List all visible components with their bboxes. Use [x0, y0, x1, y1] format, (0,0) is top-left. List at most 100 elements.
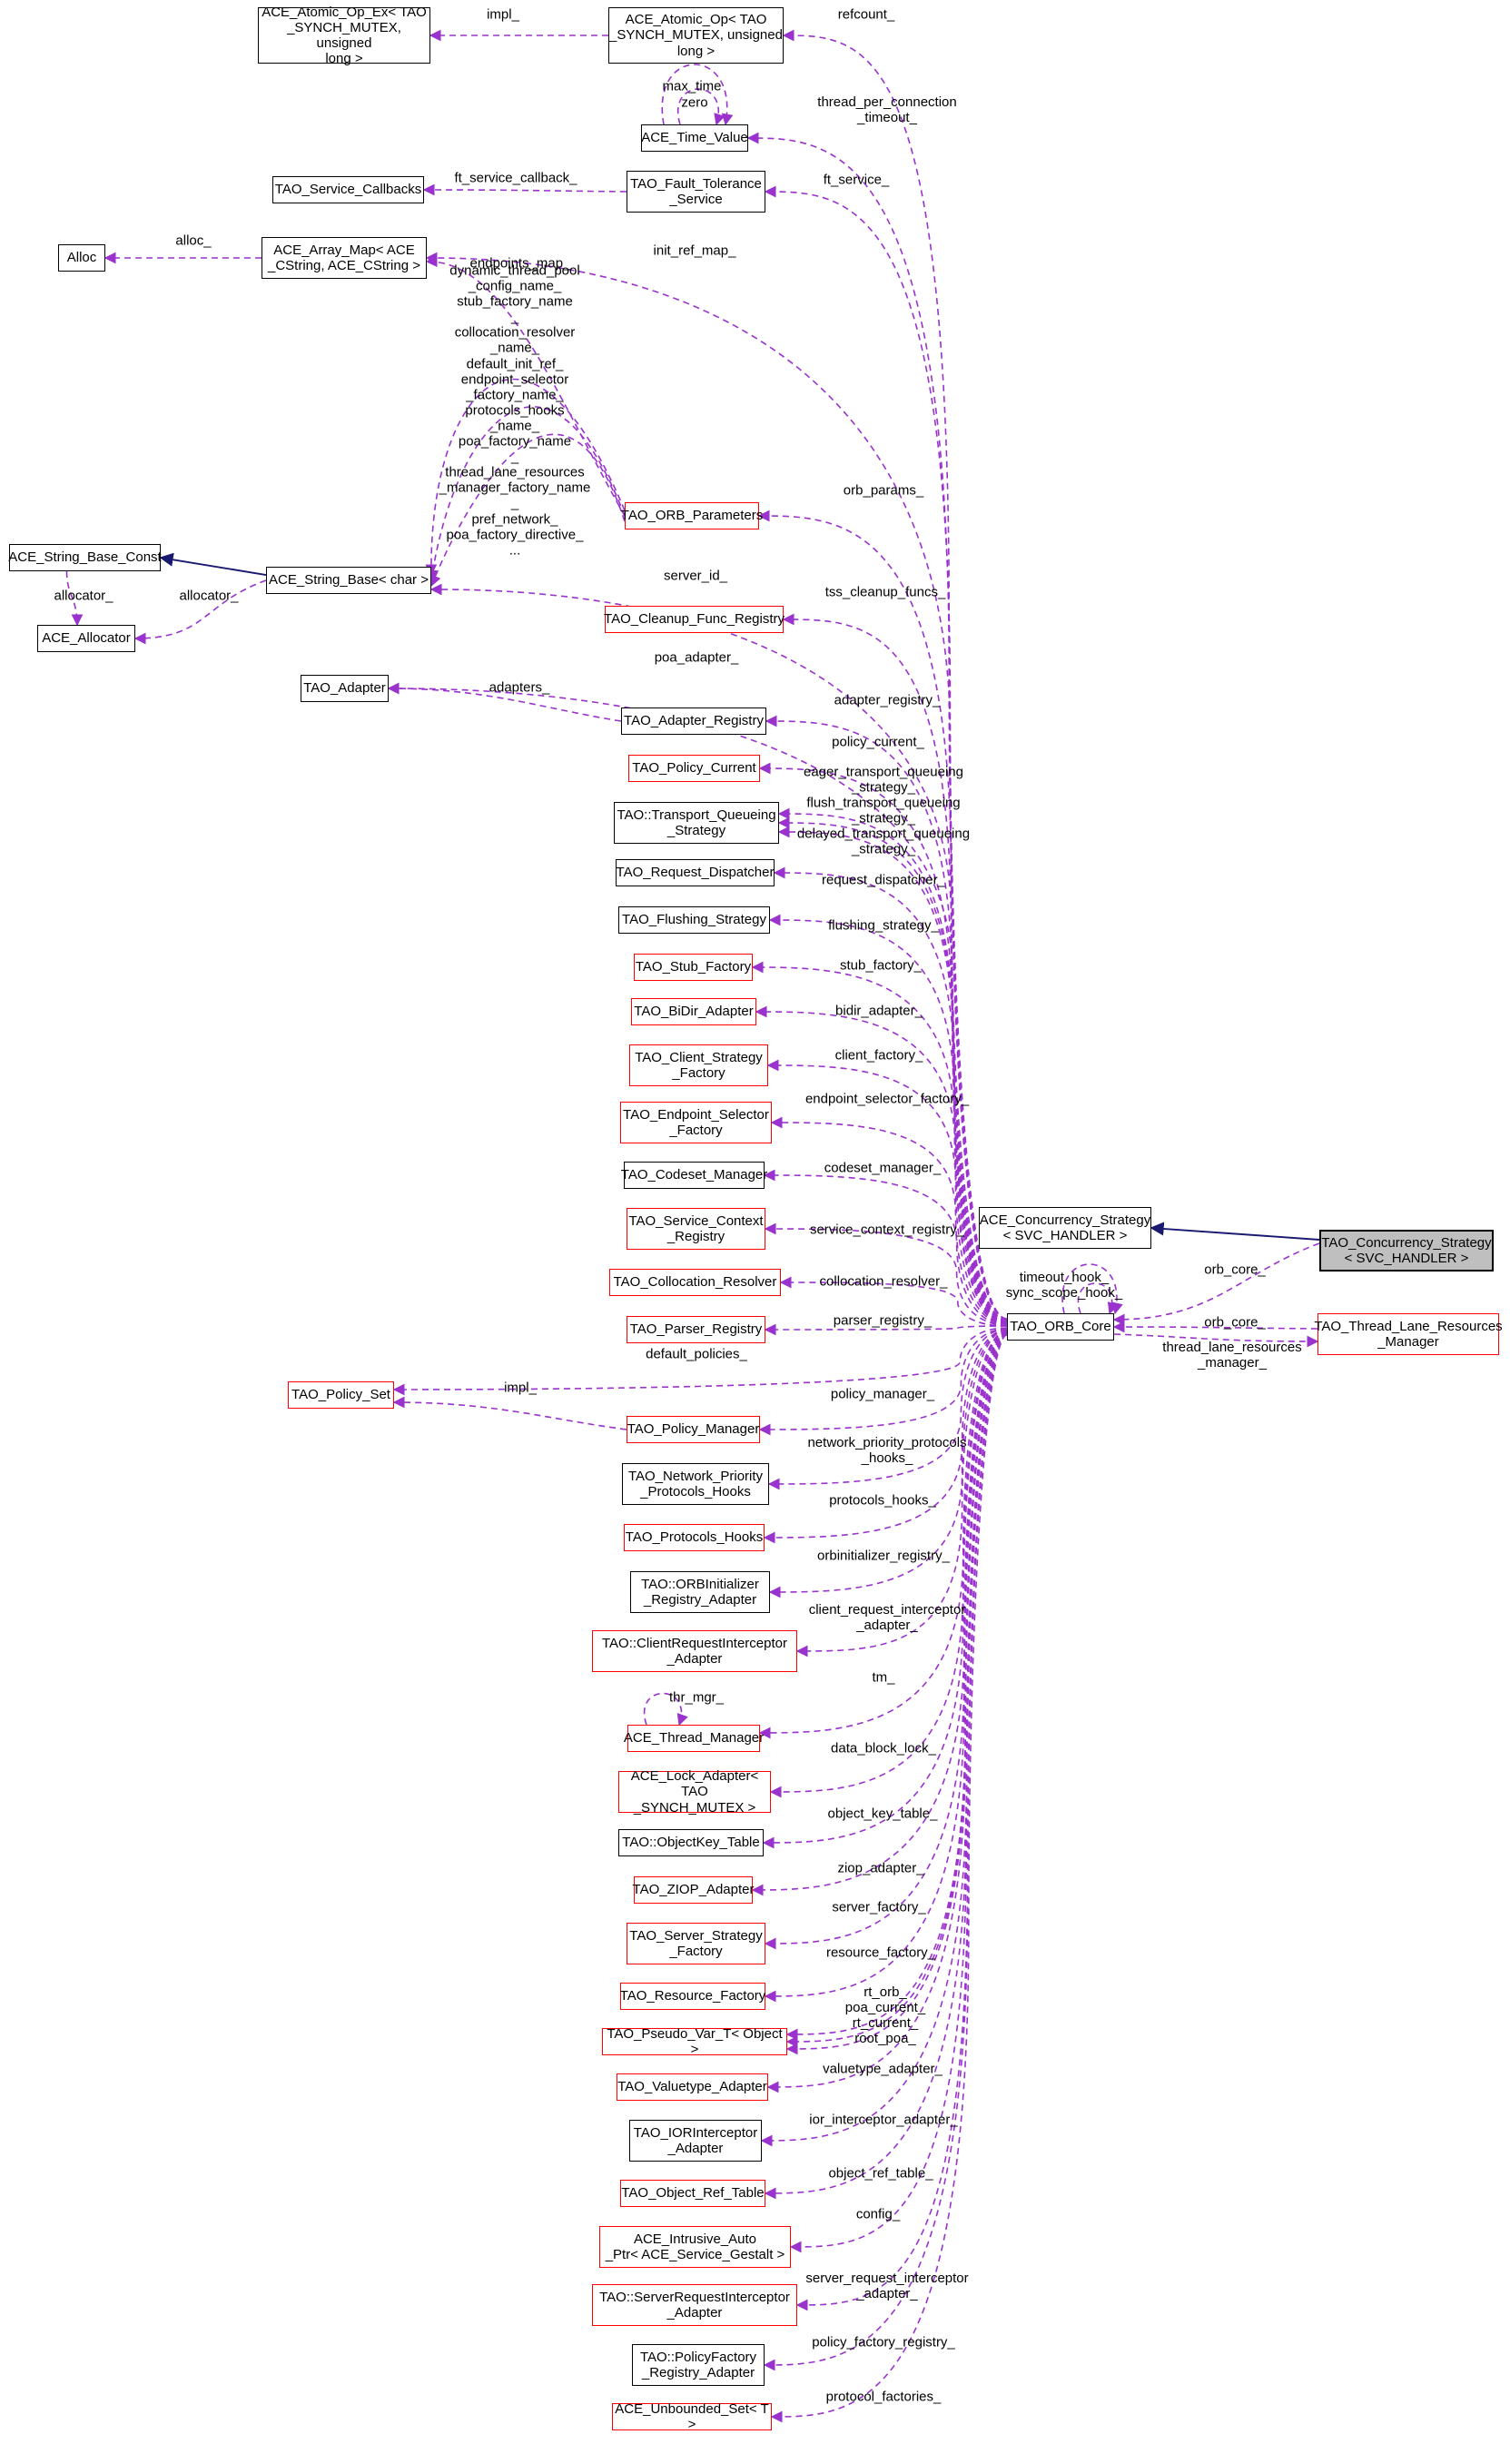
class-node-policy_manager[interactable]: TAO_Policy_Manager	[627, 1416, 760, 1443]
edge-label: config_	[855, 2206, 901, 2222]
class-node-alloc[interactable]: Alloc	[58, 244, 105, 272]
member-edge	[751, 961, 1008, 1324]
class-node-intrusive_auto_ptr[interactable]: ACE_Intrusive_Auto _Ptr< ACE_Service_Ges…	[599, 2226, 791, 2268]
edge-label: thread_lane_resources _manager_	[1162, 1339, 1302, 1371]
member-edge	[425, 252, 1008, 1321]
edge-label: allocator_	[54, 588, 113, 604]
class-node-endpoint_selector_factory[interactable]: TAO_Endpoint_Selector _Factory	[620, 1102, 772, 1143]
class-node-protocols_hooks[interactable]: TAO_Protocols_Hooks	[624, 1524, 765, 1551]
edge-label: policy_current_	[832, 734, 924, 750]
class-node-array_map[interactable]: ACE_Array_Map< ACE _CString, ACE_CString…	[262, 237, 427, 279]
edge-label: server_factory_	[832, 1899, 926, 1915]
member-edge	[764, 1331, 1008, 2003]
member-edge	[392, 1327, 1008, 1396]
edge-label: flushing_strategy_	[828, 917, 939, 934]
class-node-orb_parameters[interactable]: TAO_ORB_Parameters	[621, 502, 763, 529]
class-node-resource_factory[interactable]: TAO_Resource_Factory	[620, 1983, 765, 2010]
class-node-orb_core[interactable]: TAO_ORB_Core	[1007, 1313, 1114, 1341]
class-node-policyfactory_registry[interactable]: TAO::PolicyFactory _Registry_Adapter	[632, 2344, 765, 2386]
class-node-thread_manager[interactable]: ACE_Thread_Manager	[624, 1725, 764, 1752]
edge-label: thread_per_connection _timeout_	[817, 94, 957, 125]
class-node-bidir_adapter[interactable]: TAO_BiDir_Adapter	[631, 998, 756, 1025]
class-node-time_value[interactable]: ACE_Time_Value	[641, 124, 748, 152]
member-edge	[757, 510, 1008, 1321]
class-node-string_base_char[interactable]: ACE_String_Base< char >	[266, 567, 431, 594]
edge-label: rt_orb_ poa_current_ rt_current_ root_po…	[844, 1984, 926, 2047]
inheritance-edge	[1150, 1222, 1320, 1241]
class-node-ace_concurrency[interactable]: ACE_Concurrency_Strategy < SVC_HANDLER >	[979, 1207, 1151, 1249]
edge-label: default_policies_	[646, 1346, 747, 1362]
class-node-service_context_registry[interactable]: TAO_Service_Context _Registry	[627, 1208, 765, 1250]
class-node-cleanup_func_registry[interactable]: TAO_Cleanup_Func_Registry	[604, 606, 785, 633]
class-node-policy_set[interactable]: TAO_Policy_Set	[288, 1381, 394, 1409]
class-node-policy_current[interactable]: TAO_Policy_Current	[628, 755, 760, 782]
edge-label: collocation_resolver_	[819, 1273, 948, 1290]
class-node-network_priority[interactable]: TAO_Network_Priority _Protocols_Hooks	[622, 1463, 769, 1505]
class-node-orbinitializer_registry[interactable]: TAO::ORBInitializer _Registry_Adapter	[630, 1571, 770, 1613]
class-node-unbounded_set[interactable]: ACE_Unbounded_Set< T >	[612, 2401, 772, 2432]
edge-label: resource_factory_	[825, 1944, 936, 1961]
edge-label: client_request_interceptor _adapter_	[808, 1601, 966, 1633]
class-node-lock_adapter[interactable]: ACE_Lock_Adapter< TAO _SYNCH_MUTEX >	[618, 1768, 771, 1816]
member-edge	[1112, 1321, 1318, 1333]
member-edge	[429, 433, 626, 588]
edge-label: ior_interceptor_adapter_	[809, 2112, 958, 2128]
class-node-transport_queueing[interactable]: TAO::Transport_Queueing _Strategy	[614, 802, 779, 844]
class-node-ziop_adapter[interactable]: TAO_ZIOP_Adapter	[633, 1876, 754, 1904]
class-node-main[interactable]: TAO_Concurrency_Strategy < SVC_HANDLER >	[1319, 1230, 1494, 1272]
member-edge	[758, 1330, 1008, 1739]
member-edge	[789, 1332, 1008, 2253]
class-node-atomic_op[interactable]: ACE_Atomic_Op< TAO _SYNCH_MUTEX, unsigne…	[608, 7, 784, 64]
member-edge	[764, 1222, 1008, 1326]
class-node-fault_tolerance[interactable]: TAO_Fault_Tolerance _Service	[627, 171, 765, 213]
class-node-collocation_resolver[interactable]: TAO_Collocation_Resolver	[609, 1269, 781, 1296]
class-node-service_callbacks[interactable]: TAO_Service_Callbacks	[272, 176, 424, 203]
class-node-adapter[interactable]: TAO_Adapter	[301, 675, 389, 702]
member-edge	[763, 1169, 1008, 1326]
class-node-flushing_strategy[interactable]: TAO_Flushing_Strategy	[618, 906, 770, 934]
member-edge	[782, 29, 1008, 1320]
edge-label: impl_	[487, 6, 519, 23]
class-node-codeset_manager[interactable]: TAO_Codeset_Manager	[621, 1162, 767, 1189]
member-edge	[661, 64, 734, 126]
edge-label: protocol_factories_	[825, 2389, 942, 2405]
edge-label: orb_core_	[1204, 1314, 1266, 1331]
member-edge	[387, 682, 622, 722]
member-edge	[1077, 1282, 1119, 1315]
member-edge	[425, 255, 626, 517]
class-node-server_strategy_factory[interactable]: TAO_Server_Strategy _Factory	[627, 1923, 765, 1964]
edge-label: policy_manager_	[830, 1386, 935, 1402]
class-node-object_ref_table[interactable]: TAO_Object_Ref_Table	[620, 2180, 765, 2207]
class-node-server_request_interceptor[interactable]: TAO::ServerRequestInterceptor _Adapter	[592, 2284, 797, 2326]
class-node-iorinterceptor_adapter[interactable]: TAO_IORInterceptor _Adapter	[629, 2120, 762, 2162]
edge-label: object_key_table_	[827, 1806, 938, 1822]
class-node-request_dispatcher[interactable]: TAO_Request_Dispatcher	[616, 859, 775, 886]
edge-label: ft_service_	[823, 172, 890, 188]
edge-label: ziop_adapter_	[837, 1860, 924, 1876]
class-node-parser_registry[interactable]: TAO_Parser_Registry	[627, 1316, 765, 1343]
member-edge	[768, 1329, 1008, 1598]
member-edge	[422, 183, 627, 196]
class-node-string_base_const[interactable]: ACE_String_Base_Const	[8, 544, 162, 571]
member-edge	[392, 1396, 627, 1430]
class-node-adapter_registry[interactable]: TAO_Adapter_Registry	[621, 708, 766, 735]
edge-label: refcount_	[837, 6, 895, 23]
class-node-allocator[interactable]: ACE_Allocator	[37, 625, 135, 652]
member-edge	[758, 1328, 1008, 1436]
class-node-client_strategy_factory[interactable]: TAO_Client_Strategy _Factory	[629, 1044, 768, 1086]
class-node-client_request_interceptor[interactable]: TAO::ClientRequestInterceptor _Adapter	[592, 1630, 797, 1672]
class-node-stub_factory[interactable]: TAO_Stub_Factory	[634, 954, 753, 981]
edge-label: server_request_interceptor _adapter_	[805, 2270, 969, 2301]
class-node-objectkey_table[interactable]: TAO::ObjectKey_Table	[618, 1829, 764, 1856]
edge-label: impl_	[504, 1380, 537, 1396]
member-edge	[762, 1330, 1008, 1849]
edge-label: policy_factory_registry_	[812, 2334, 955, 2350]
class-node-atomic_op_ex[interactable]: ACE_Atomic_Op_Ex< TAO _SYNCH_MUTEX, unsi…	[258, 5, 430, 66]
class-node-pseudo_var[interactable]: TAO_Pseudo_Var_T< Object >	[602, 2026, 787, 2057]
edge-label: zero	[681, 94, 708, 111]
class-node-valuetype_adapter[interactable]: TAO_Valuetype_Adapter	[617, 2073, 768, 2101]
class-node-tlrm[interactable]: TAO_Thread_Lane_Resources _Manager	[1314, 1313, 1503, 1355]
